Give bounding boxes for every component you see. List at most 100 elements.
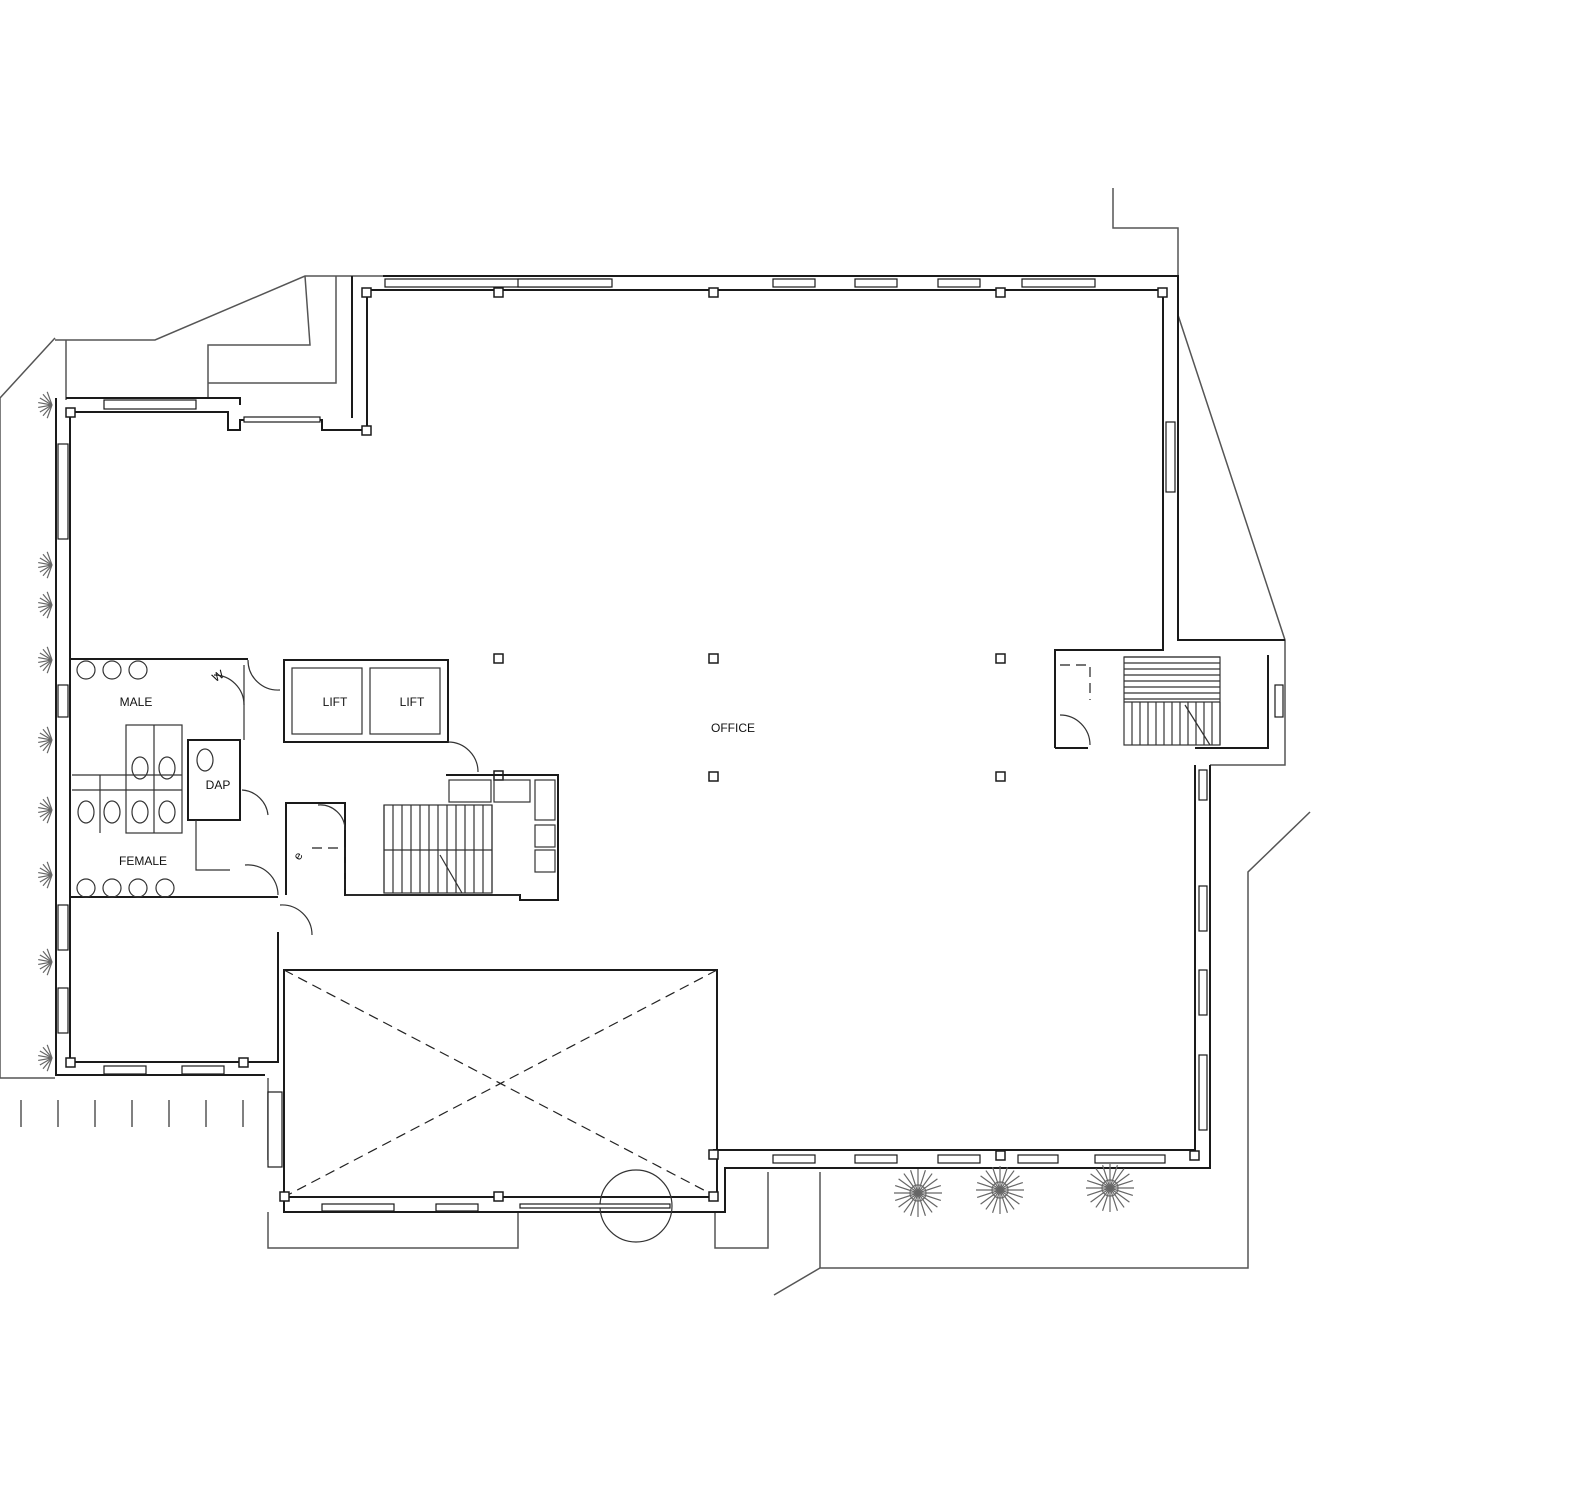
shrub-stroke: [42, 1046, 53, 1059]
stair-treads: [383, 656, 1221, 893]
tree-branch: [917, 1192, 926, 1217]
shrub-stroke: [39, 564, 53, 573]
tree-branch: [999, 1166, 1008, 1191]
tree-branch: [980, 1175, 1001, 1191]
shrub-stroke: [39, 739, 53, 748]
shrub-stroke: [39, 954, 53, 963]
shrub-stroke: [38, 659, 53, 664]
exterior-walls: [55, 275, 1285, 1213]
shrub-stroke: [42, 1057, 53, 1070]
shrub-stroke: [39, 1050, 53, 1059]
tree-branch: [898, 1178, 919, 1194]
shrub-stroke: [42, 950, 53, 963]
shrub-icon: [38, 796, 53, 824]
shrub-stroke: [39, 867, 53, 876]
trees: [894, 1164, 1134, 1217]
tree-branch: [917, 1192, 938, 1208]
shrub-stroke: [42, 593, 53, 606]
tree-branch: [1095, 1187, 1111, 1208]
tree-branch: [992, 1166, 1001, 1191]
tree-branch: [1109, 1187, 1130, 1203]
shrub-stroke: [46, 1044, 53, 1059]
shrub-stroke: [46, 796, 53, 811]
shrub-stroke: [46, 604, 53, 619]
shrub-stroke: [42, 404, 53, 417]
tree-branch: [992, 1189, 1001, 1214]
shrub-stroke: [38, 871, 53, 876]
tree-branch: [917, 1169, 926, 1194]
tree-branch: [976, 1189, 1001, 1198]
shrub-stroke: [39, 404, 53, 413]
shrub-stroke: [42, 604, 53, 617]
tree-branch: [1109, 1187, 1134, 1196]
tree-branch: [999, 1189, 1015, 1210]
tree-branch: [894, 1192, 919, 1201]
tree-branch: [999, 1175, 1020, 1191]
shrubs: [38, 391, 53, 1072]
shrub-stroke: [46, 739, 53, 754]
shrub-stroke: [39, 597, 53, 606]
shrub-stroke: [39, 732, 53, 741]
shrub-stroke: [42, 728, 53, 741]
room-label-dap: DAP: [206, 778, 231, 792]
shrub-stroke: [42, 798, 53, 811]
tree-branch: [917, 1185, 942, 1194]
shrub-stroke: [38, 561, 53, 566]
tree-branch: [903, 1192, 919, 1213]
tree-branch: [1109, 1180, 1134, 1189]
shrub-stroke: [46, 646, 53, 661]
tree-branch: [1086, 1180, 1111, 1189]
shrub-icon: [38, 726, 53, 754]
core: [70, 656, 1221, 936]
room-label-male: MALE: [120, 695, 153, 709]
tree-branch: [910, 1169, 919, 1194]
shrub-stroke: [42, 863, 53, 876]
site-boundary: [0, 188, 1311, 1296]
shrub-stroke: [39, 659, 53, 668]
shrub-stroke: [39, 557, 53, 566]
shrub-stroke: [46, 391, 53, 406]
shrub-stroke: [38, 604, 53, 609]
tree-branch: [999, 1189, 1024, 1198]
tree-branch: [999, 1182, 1024, 1191]
tree-branch: [999, 1189, 1020, 1205]
shrub-stroke: [42, 553, 53, 566]
shrub-stroke: [46, 726, 53, 741]
e-symbol: e: [290, 849, 306, 862]
shrub-icon: [38, 551, 53, 579]
shrub-stroke: [46, 591, 53, 606]
tree-branch: [1102, 1187, 1111, 1212]
tree-branch: [1086, 1187, 1111, 1196]
shrub-stroke: [42, 809, 53, 822]
room-label-office: OFFICE: [711, 721, 755, 735]
shrub-icon: [38, 591, 53, 619]
tree-icon: [894, 1169, 942, 1217]
shrub-stroke: [39, 802, 53, 811]
tree-branch: [999, 1170, 1015, 1191]
shrub-stroke: [42, 564, 53, 577]
room-label-lift-1: LIFT: [323, 695, 348, 709]
room-label-female: FEMALE: [119, 854, 167, 868]
shrub-stroke: [42, 648, 53, 661]
tree-branch: [917, 1178, 938, 1194]
shrub-stroke: [38, 958, 53, 963]
tree-branch: [1109, 1168, 1125, 1189]
shrub-icon: [38, 646, 53, 674]
shrub-stroke: [42, 874, 53, 887]
shrub-icon: [38, 1044, 53, 1072]
shrub-stroke: [46, 551, 53, 566]
tree-core: [1101, 1179, 1119, 1197]
shrub-stroke: [39, 874, 53, 883]
tree-branch: [903, 1173, 919, 1194]
shrub-stroke: [39, 652, 53, 661]
tree-icon: [1086, 1164, 1134, 1212]
tree-branch: [980, 1189, 1001, 1205]
shrub-stroke: [46, 874, 53, 889]
shrub-stroke: [38, 601, 53, 606]
shrub-stroke: [42, 659, 53, 672]
tree-branch: [894, 1185, 919, 1194]
shrub-icon: [38, 391, 53, 419]
tree-branch: [985, 1189, 1001, 1210]
tree-branch: [910, 1192, 919, 1217]
